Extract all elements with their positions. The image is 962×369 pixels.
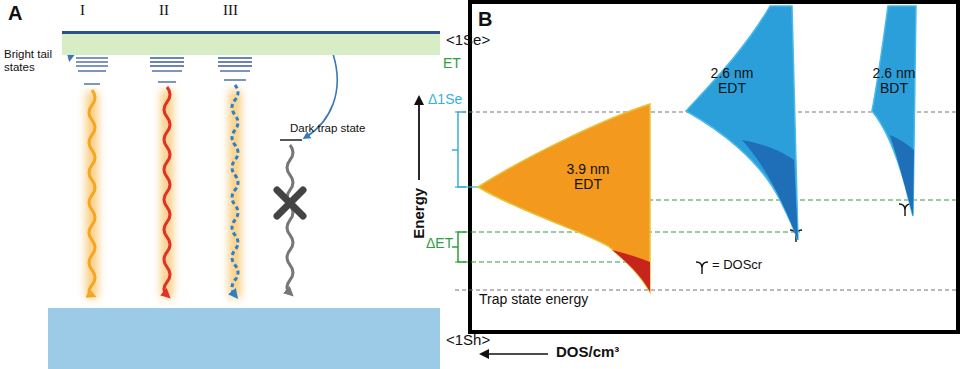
dos-curve: 2.6 nm BDT bbox=[868, 4, 928, 219]
node-text: <1Sh> bbox=[446, 332, 516, 349]
dos-cr-symbol bbox=[696, 262, 708, 274]
dos-area bbox=[686, 6, 798, 240]
panel-letter: B bbox=[478, 8, 508, 30]
dos-area bbox=[612, 250, 650, 292]
dos-curve: 3.9 nm EDT bbox=[476, 100, 656, 295]
dos-shape bbox=[682, 4, 802, 244]
delta-bracket bbox=[452, 232, 466, 262]
energy-band: <1Se> bbox=[62, 31, 440, 55]
axis-label: Energy bbox=[411, 183, 428, 243]
dos-area bbox=[872, 6, 916, 216]
delta-label: ΔET bbox=[426, 236, 456, 251]
pathway-number: II bbox=[159, 2, 189, 19]
node-text: 2.6 nm BDT bbox=[870, 66, 918, 97]
dos-area bbox=[742, 140, 798, 240]
panel-frame bbox=[470, 2, 958, 332]
energy-label: ET bbox=[443, 56, 473, 71]
pathway-number: III bbox=[223, 2, 259, 19]
reference-line bbox=[600, 199, 956, 200]
energy-band: <1Sh> bbox=[48, 308, 440, 369]
panel-letter: A bbox=[8, 2, 38, 24]
delta-bracket bbox=[452, 112, 466, 187]
legend-label: = DOScr bbox=[712, 258, 792, 272]
state-label: Dark trap state bbox=[290, 122, 400, 135]
node-text: 3.9 nm EDT bbox=[556, 162, 620, 193]
reference-line bbox=[455, 261, 645, 262]
dos-curve: 2.6 nm EDT bbox=[682, 4, 802, 244]
dos-area bbox=[478, 104, 650, 292]
delta-label: Δ1Se bbox=[428, 92, 472, 107]
dos-cr-symbol bbox=[899, 204, 911, 216]
dos-shape bbox=[476, 100, 656, 295]
node-text: 2.6 nm EDT bbox=[700, 66, 764, 97]
state-label: Bright tail states bbox=[4, 48, 70, 73]
emission-arrow-i bbox=[89, 90, 95, 295]
blocked-cross bbox=[277, 190, 303, 216]
dos-shape bbox=[868, 4, 928, 219]
axis-note: Trap state energy bbox=[479, 292, 639, 307]
tail-states bbox=[76, 58, 252, 84]
node-text: <1Se> bbox=[446, 32, 516, 49]
trap-level bbox=[280, 139, 302, 141]
emission-arrow-ii bbox=[164, 87, 170, 295]
dos-axis bbox=[484, 353, 548, 355]
nonradiative-arrow bbox=[287, 145, 293, 293]
axis-label: DOS/cm³ bbox=[556, 344, 656, 361]
emission-arrow-iii bbox=[232, 85, 238, 295]
pathway-number: I bbox=[80, 2, 110, 19]
energy-axis bbox=[418, 100, 420, 180]
reference-line bbox=[455, 289, 956, 290]
emission-glow bbox=[92, 90, 235, 298]
dos-area bbox=[890, 135, 914, 216]
